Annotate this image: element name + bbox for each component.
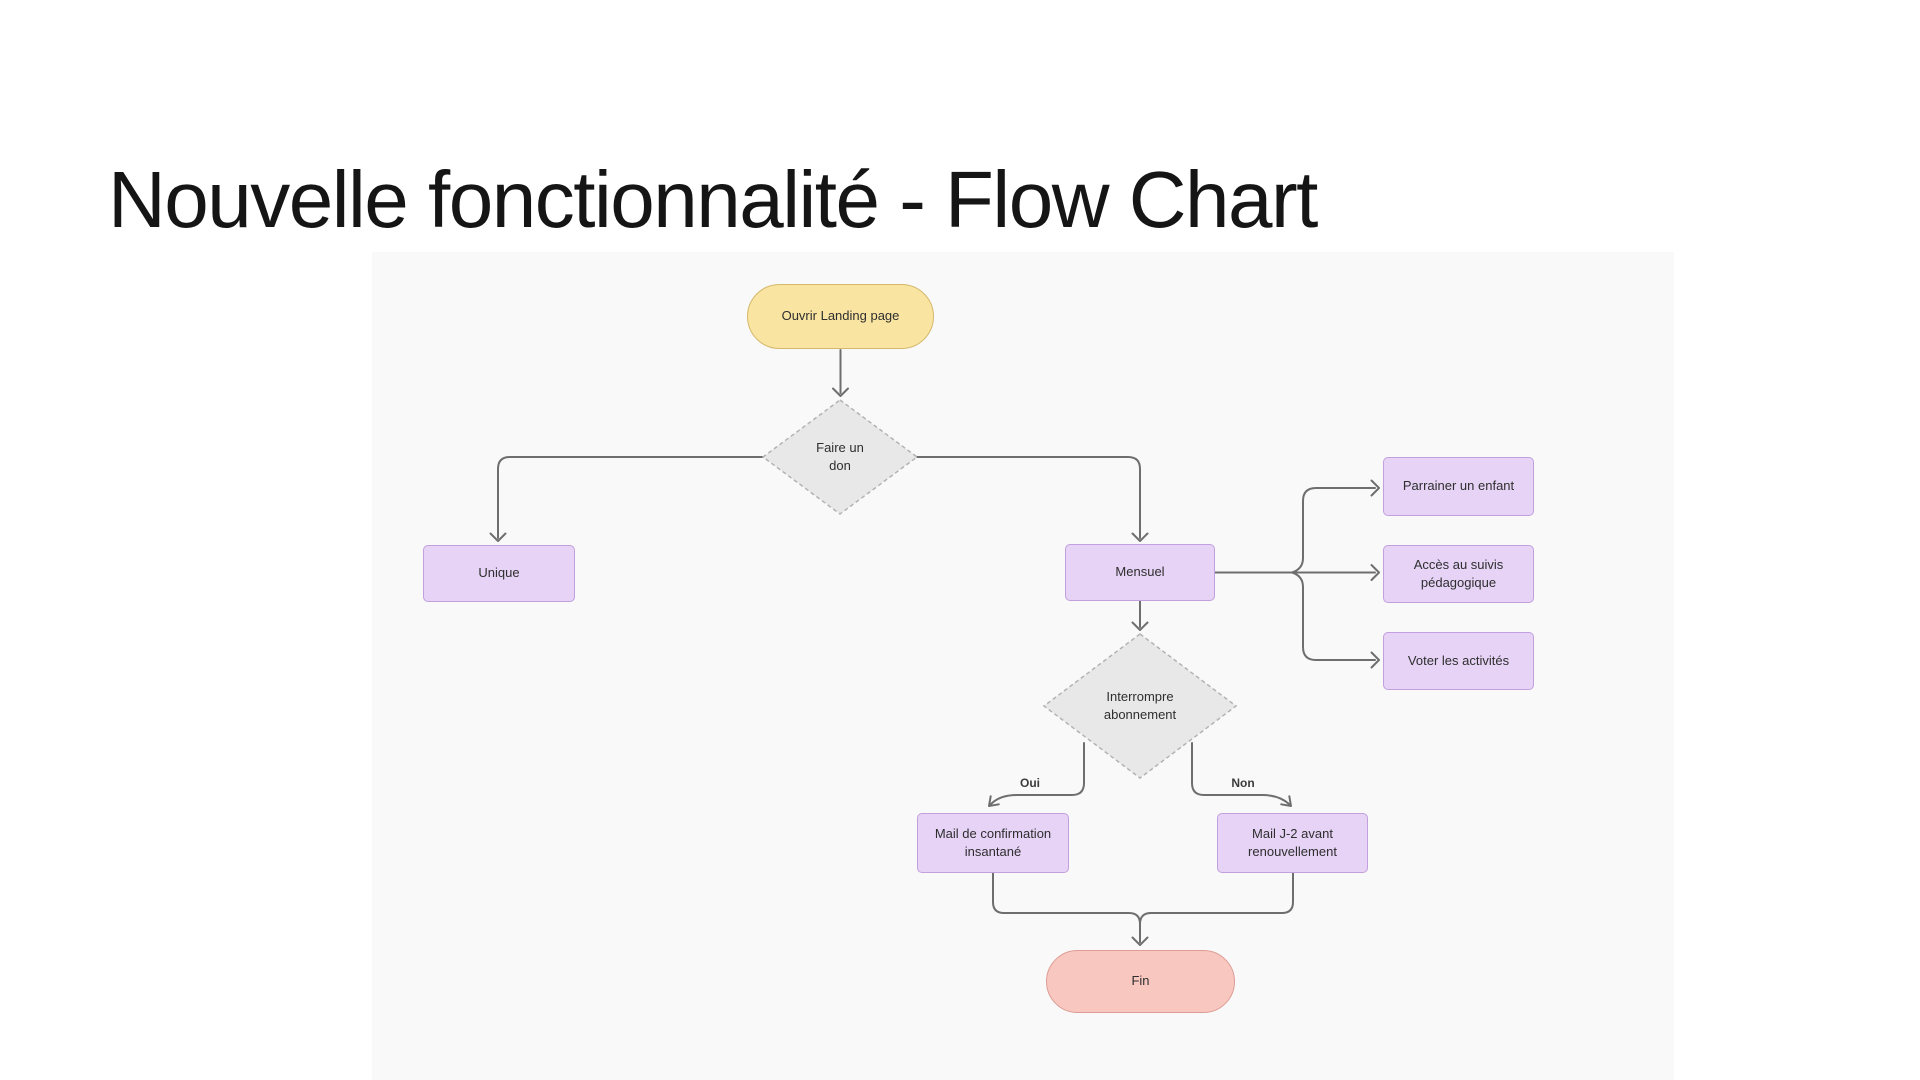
edge-decision-to-mensuel [916, 456, 1141, 539]
node-acces-au-suivis-pedagogique[interactable]: Accès au suivis pédagogique [1383, 545, 1534, 603]
edge-decision-to-unique [497, 456, 764, 539]
connector-layer [489, 349, 1380, 946]
arrowhead-oui [988, 795, 1000, 807]
node-start-ouvrir-landing-page[interactable]: Ouvrir Landing page [747, 284, 934, 349]
arrowhead-decision2 [1131, 621, 1149, 631]
arrowhead-non [1280, 795, 1292, 807]
node-mensuel[interactable]: Mensuel [1065, 544, 1215, 601]
node-parrainer-un-enfant[interactable]: Parrainer un enfant [1383, 457, 1534, 516]
edge-label-non: Non [1231, 776, 1255, 790]
decision-interrompre-abonnement-label: Interrompre abonnement [1103, 688, 1177, 722]
node-unique[interactable]: Unique [423, 545, 575, 602]
decision-faire-un-don-shape[interactable] [761, 399, 919, 515]
node-mail-de-confirmation[interactable]: Mail de confirmation insantané [917, 813, 1069, 873]
edge-non [1191, 742, 1290, 805]
decision-interrompre-abonnement-shape[interactable] [1042, 633, 1238, 779]
node-mail-j2-avant-renouvellement[interactable]: Mail J-2 avant renouvellement [1217, 813, 1368, 873]
arrowhead-voter [1370, 651, 1380, 669]
arrowhead-decision1 [832, 387, 849, 397]
arrowhead-acces [1370, 564, 1380, 581]
node-fin[interactable]: Fin [1046, 950, 1235, 1013]
edge-mail-right-to-fin [1139, 872, 1294, 943]
arrowhead-unique [489, 532, 507, 542]
arrowhead-parrainer [1370, 479, 1380, 497]
edge-mail-left-to-fin [992, 872, 1141, 943]
flowchart-canvas: Ouvrir Landing page Faire un don Unique … [372, 252, 1674, 1080]
edge-split-to-parrainer [1291, 487, 1376, 574]
edge-label-oui: Oui [1020, 776, 1040, 790]
edge-split-to-voter [1291, 571, 1376, 661]
page-title: Nouvelle fonctionnalité - Flow Chart [108, 155, 1318, 244]
decision-faire-un-don-label: Faire un don [816, 439, 864, 473]
node-voter-les-activites[interactable]: Voter les activités [1383, 632, 1534, 690]
arrowhead-mensuel [1131, 532, 1149, 542]
edge-oui [990, 742, 1085, 805]
arrowhead-fin [1131, 936, 1149, 946]
